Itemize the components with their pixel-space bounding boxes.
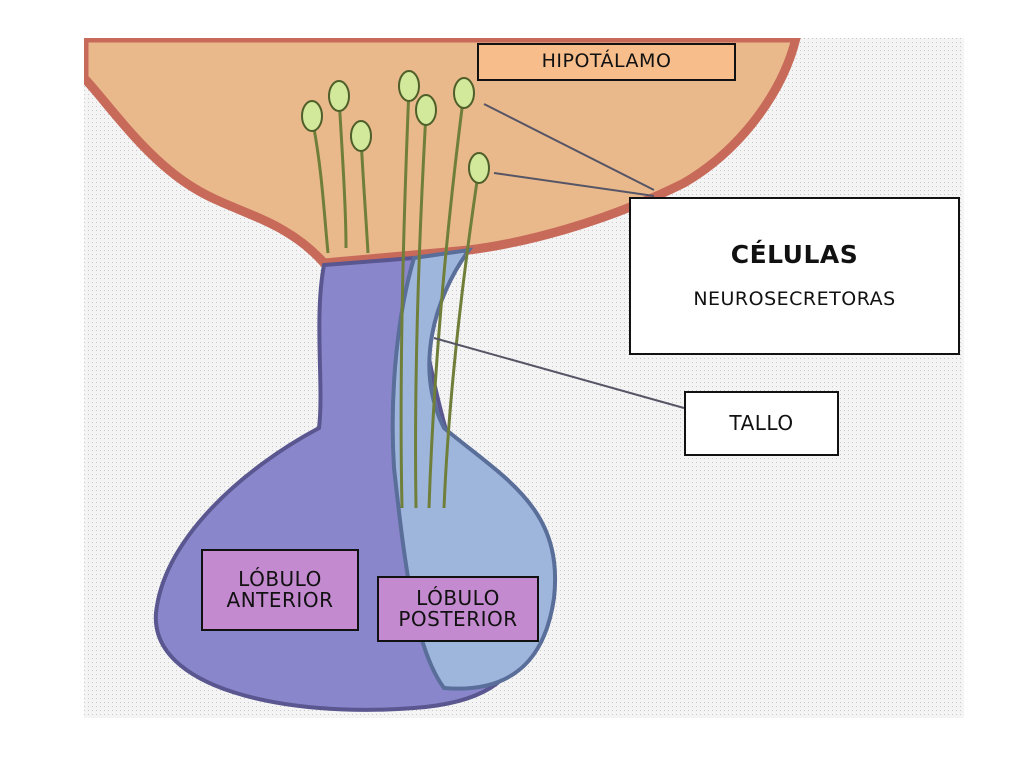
neuron-cell <box>350 120 372 152</box>
neuron-cells <box>301 70 490 184</box>
neuron-cell <box>453 77 475 109</box>
lobulo-posterior-label: LÓBULO POSTERIOR <box>377 576 539 642</box>
neuron-cell <box>398 70 420 102</box>
neuron-fibers <box>310 87 481 509</box>
lobulo-anterior-label: LÓBULO ANTERIOR <box>201 549 359 631</box>
hipotalamo-text: HIPOTÁLAMO <box>541 50 672 73</box>
neuron-cell <box>328 80 350 112</box>
neuron-cell <box>415 94 437 126</box>
lobulo-anterior-line1: LÓBULO <box>238 567 322 591</box>
lobulo-posterior-line1: LÓBULO <box>416 586 500 610</box>
celulas-neurosecretoras-label: CÉLULAS NEUROSECRETORAS <box>629 197 960 355</box>
tallo-label: TALLO <box>684 391 839 456</box>
celulas-title: CÉLULAS <box>730 239 859 269</box>
celulas-subtitle: NEUROSECRETORAS <box>693 288 896 311</box>
hipotalamo-label: HIPOTÁLAMO <box>477 43 736 81</box>
lobulo-anterior-line2: ANTERIOR <box>226 588 334 612</box>
lobulo-posterior-line2: POSTERIOR <box>398 607 518 631</box>
hypothalamus-shape <box>84 38 801 268</box>
neuron-cell <box>301 100 323 132</box>
neuron-cell <box>468 152 490 184</box>
pointer-lines <box>433 103 685 409</box>
tallo-text: TALLO <box>729 411 794 435</box>
